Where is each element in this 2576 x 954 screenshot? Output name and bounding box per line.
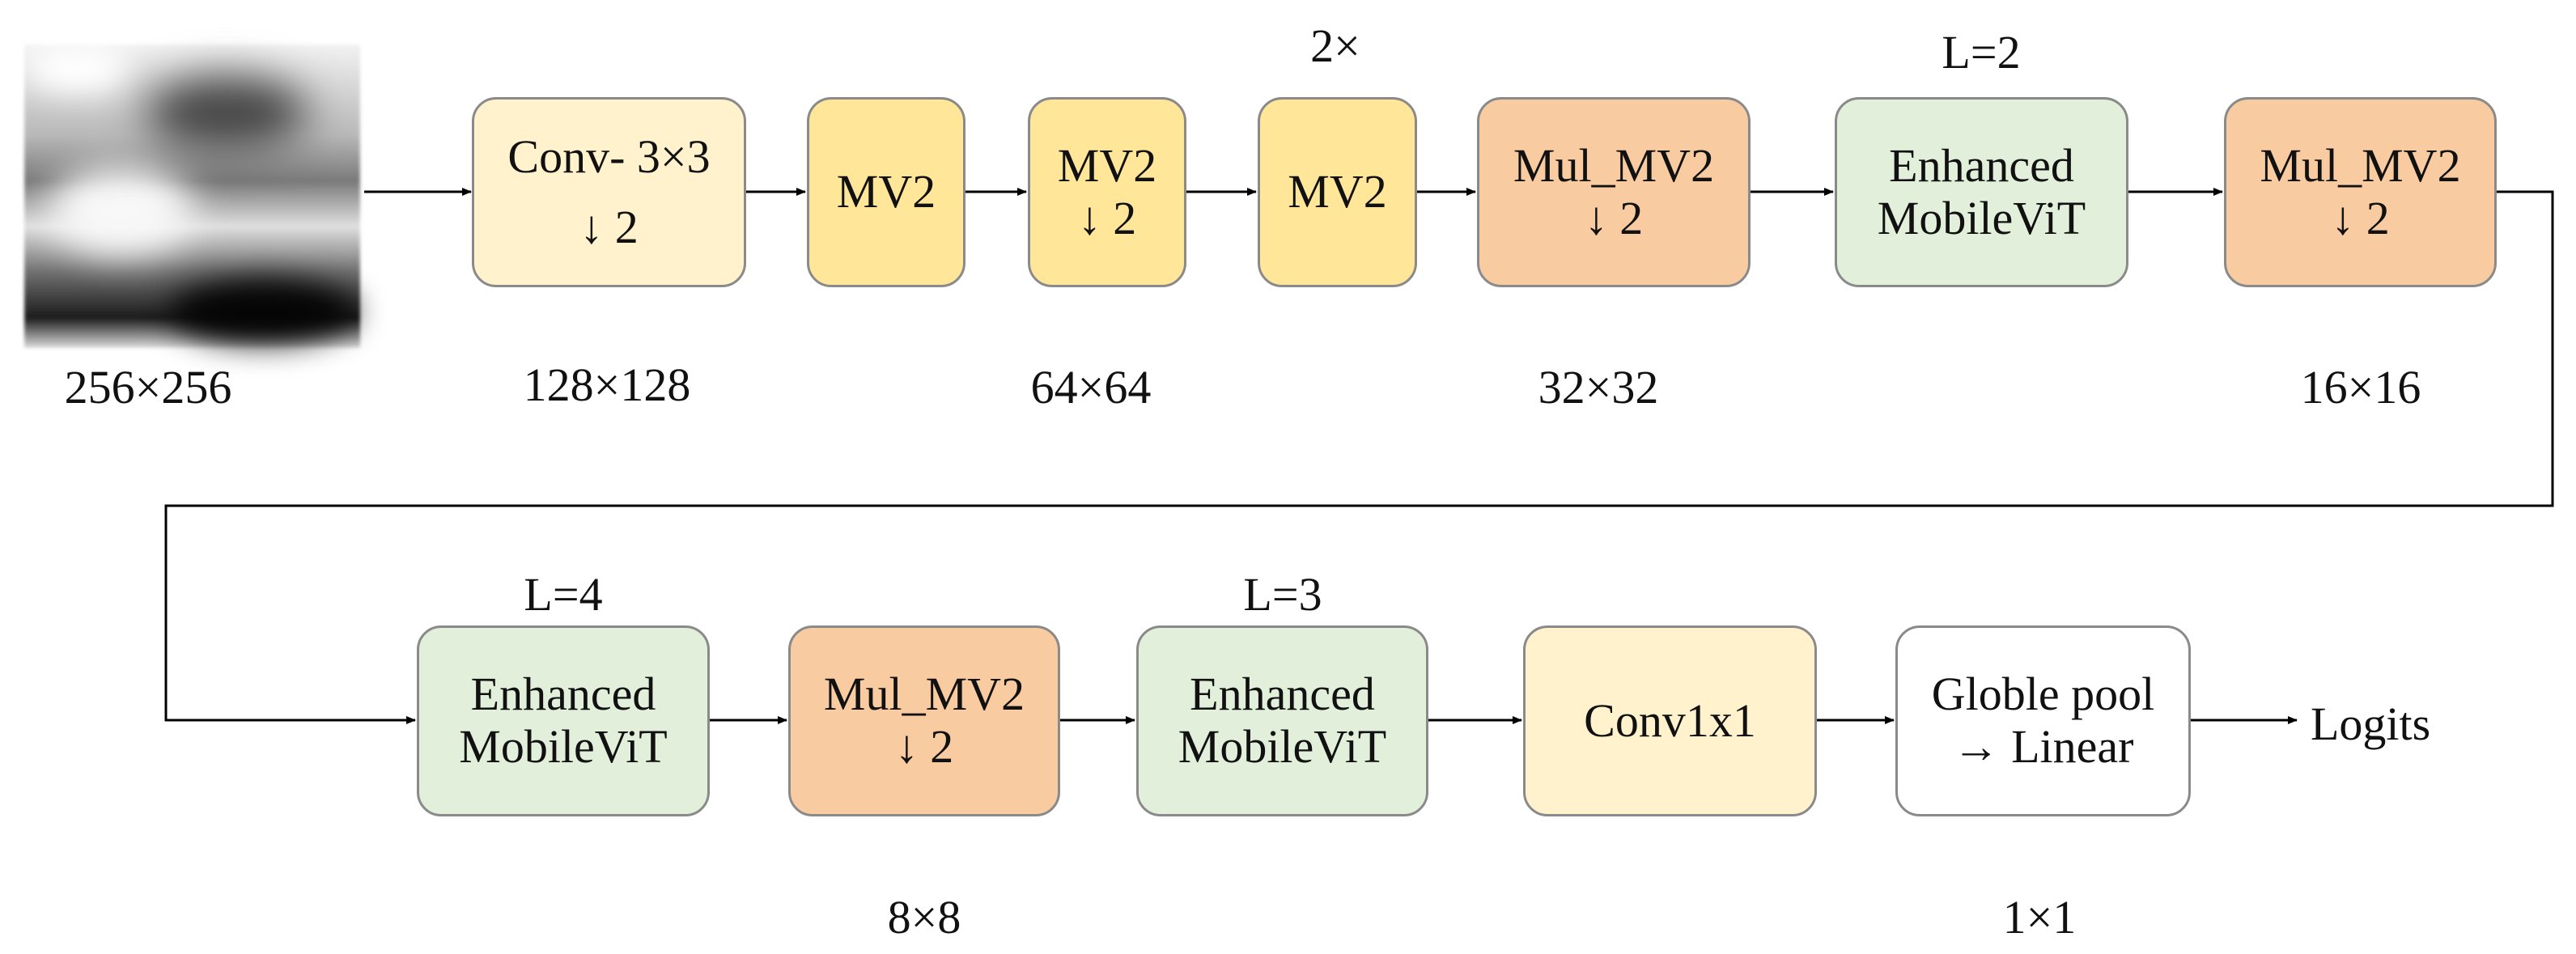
- mv2-block-3-label: MV2: [1288, 165, 1387, 218]
- repeat-2x-annotation: 2×: [1310, 19, 1360, 72]
- conv1x1-block: Conv1x1: [1523, 625, 1817, 816]
- global-pool-linear-block: Globle pool → Linear: [1895, 625, 2191, 816]
- enhanced-mobilevit-block-2-line2: MobileViT: [459, 720, 668, 773]
- mv2-block-2-label: MV2: [1057, 138, 1157, 192]
- global-pool-label: Globle pool: [1931, 668, 2155, 721]
- mv2-block-2-stride: ↓ 2: [1077, 191, 1137, 244]
- size-label-16: 16×16: [2300, 361, 2421, 413]
- l3-annotation: L=3: [1243, 568, 1322, 621]
- mv2-block-1: MV2: [807, 97, 965, 287]
- l2-annotation: L=2: [1942, 26, 2021, 78]
- enhanced-mobilevit-block-1-line2: MobileViT: [1877, 191, 2086, 244]
- wrap-connector: [164, 190, 2554, 724]
- mv2-block-2: MV2 ↓ 2: [1028, 97, 1186, 287]
- mulmv2-block-2: Mul_MV2 ↓ 2: [2224, 97, 2497, 287]
- logits-label: Logits: [2311, 697, 2431, 750]
- mv2-block-1-label: MV2: [836, 165, 936, 218]
- size-label-1: 1×1: [2002, 891, 2077, 943]
- conv1x1-label: Conv1x1: [1584, 693, 1756, 747]
- enhanced-mobilevit-block-1-line1: Enhanced: [1889, 138, 2074, 192]
- linear-label: → Linear: [1952, 720, 2134, 773]
- conv3x3-stride: ↓ 2: [579, 200, 639, 253]
- mulmv2-block-1: Mul_MV2 ↓ 2: [1477, 97, 1751, 287]
- size-label-32: 32×32: [1538, 361, 1659, 413]
- size-label-128: 128×128: [523, 358, 691, 411]
- enhanced-mobilevit-block-3-line1: Enhanced: [1190, 668, 1375, 721]
- conv3x3-label: Conv- 3×3: [507, 129, 711, 183]
- enhanced-mobilevit-block-2: Enhanced MobileViT: [417, 625, 710, 816]
- enhanced-mobilevit-block-3-line2: MobileViT: [1178, 720, 1387, 773]
- mv2-block-3: MV2: [1258, 97, 1417, 287]
- conv3x3-block: Conv- 3×3 ↓ 2: [472, 97, 746, 287]
- mulmv2-block-2-stride: ↓ 2: [2331, 191, 2390, 244]
- size-label-64: 64×64: [1030, 361, 1152, 413]
- mulmv2-block-3-stride: ↓ 2: [894, 720, 954, 773]
- enhanced-mobilevit-block-2-line1: Enhanced: [470, 668, 656, 721]
- input-size-label: 256×256: [64, 361, 232, 413]
- enhanced-mobilevit-block-1: Enhanced MobileViT: [1835, 97, 2128, 287]
- mulmv2-block-3-label: Mul_MV2: [823, 668, 1025, 721]
- size-label-8: 8×8: [887, 891, 961, 943]
- enhanced-mobilevit-block-3: Enhanced MobileViT: [1136, 625, 1428, 816]
- mulmv2-block-3: Mul_MV2 ↓ 2: [788, 625, 1060, 816]
- l4-annotation: L=4: [524, 568, 603, 621]
- input-image: [24, 45, 360, 348]
- mulmv2-block-1-label: Mul_MV2: [1513, 138, 1715, 192]
- mulmv2-block-2-label: Mul_MV2: [2260, 138, 2461, 192]
- mulmv2-block-1-stride: ↓ 2: [1584, 191, 1644, 244]
